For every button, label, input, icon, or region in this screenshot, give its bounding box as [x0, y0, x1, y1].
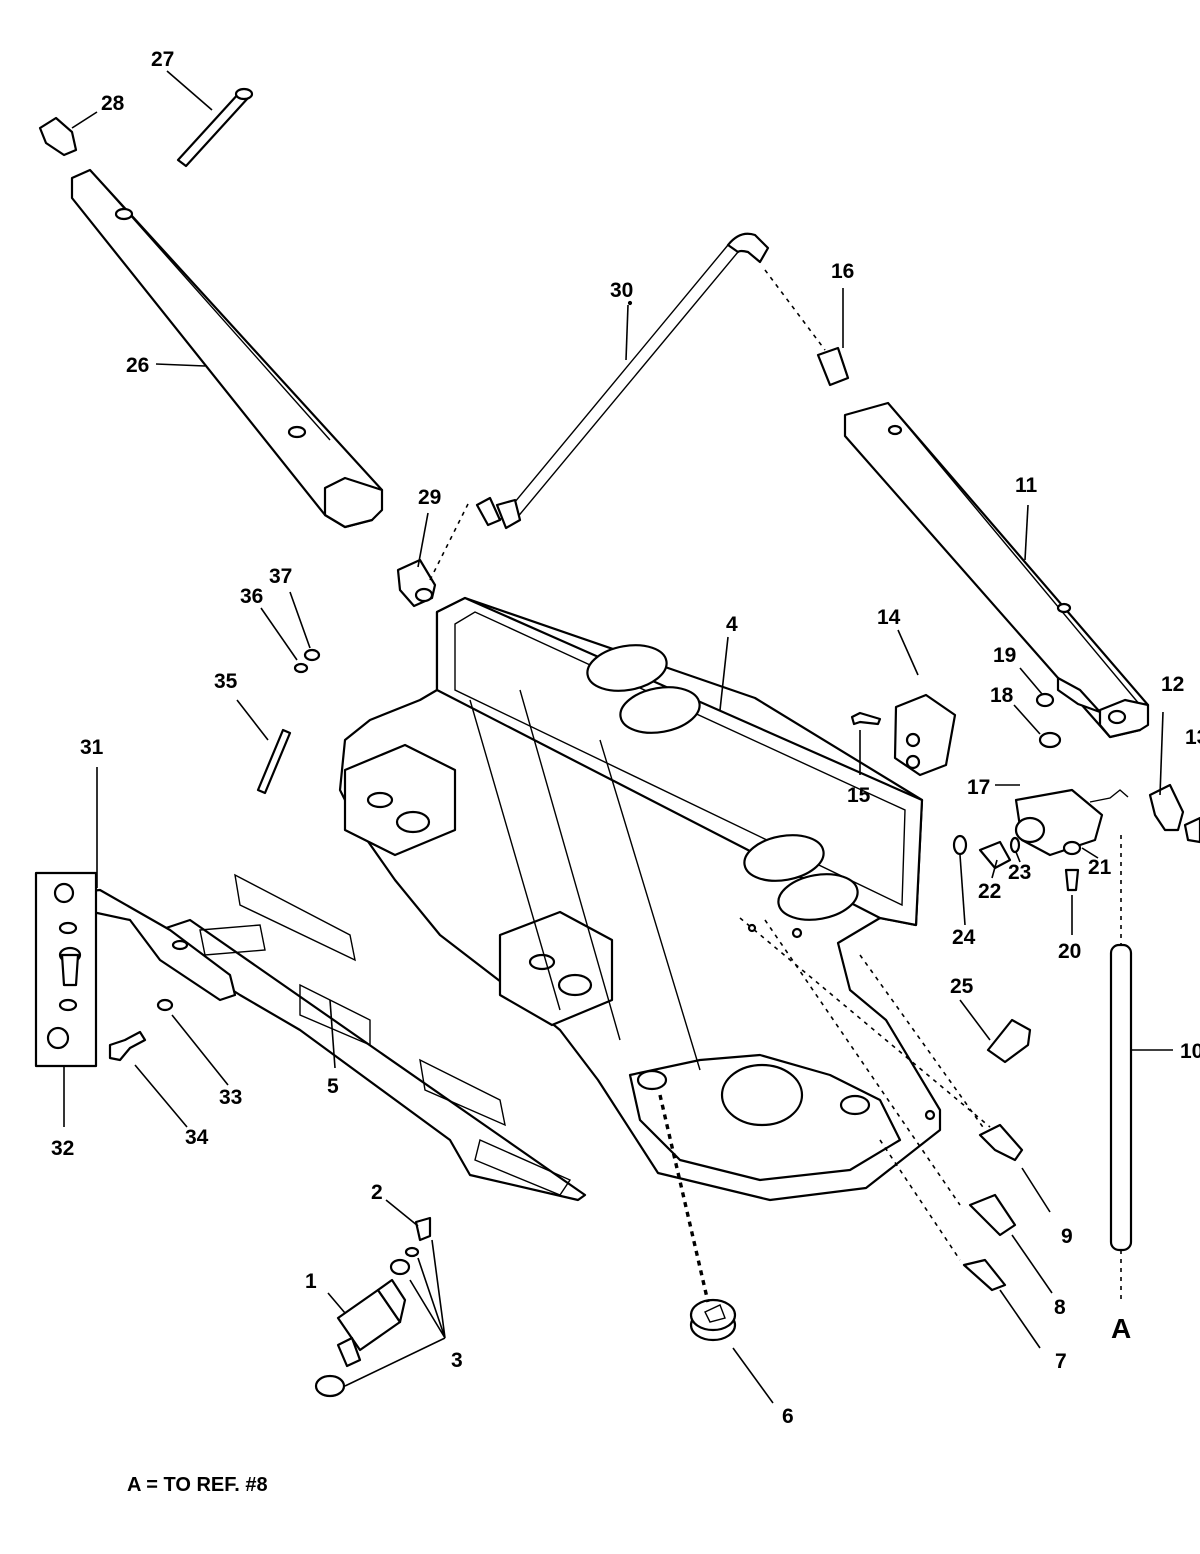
callout-21: 21 — [1088, 856, 1112, 879]
washer-33 — [156, 998, 174, 1012]
fuel-line — [475, 232, 770, 530]
fitting-8 — [968, 1193, 1017, 1237]
bolt-25 — [986, 1018, 1032, 1064]
callout-10: 10 — [1180, 1040, 1200, 1063]
tube-10 — [1109, 835, 1133, 1300]
plug-6 — [658, 1094, 737, 1342]
callout-labels: 1 2 3 4 5 6 7 8 9 10 11 12 13 14 15 16 1… — [51, 48, 1200, 1428]
callout-27: 27 — [151, 48, 174, 71]
callout-13: 13 — [1185, 726, 1200, 749]
callout-5: 5 — [327, 1075, 339, 1098]
callout-19: 19 — [993, 644, 1016, 667]
callout-18: 18 — [990, 684, 1014, 707]
leader-lines — [63, 70, 1173, 1404]
callout-36: 36 — [240, 585, 263, 608]
reference-letter-a: A — [1111, 1313, 1131, 1344]
callout-17: 17 — [967, 776, 990, 799]
pressure-regulator-17 — [1014, 788, 1129, 857]
o-ring-18 — [1038, 731, 1062, 749]
callout-25: 25 — [950, 975, 974, 998]
callout-23: 23 — [1008, 861, 1031, 884]
callout-28: 28 — [101, 92, 125, 115]
callout-30: 30 — [610, 279, 633, 302]
stud-35 — [256, 728, 292, 795]
hardware-kit-32 — [34, 871, 98, 1068]
bolt-34 — [108, 1030, 147, 1062]
callout-35: 35 — [214, 670, 238, 693]
callout-11: 11 — [1015, 474, 1038, 497]
screw-2 — [414, 1216, 432, 1242]
callout-22: 22 — [978, 880, 1001, 903]
fitting-9 — [978, 1123, 1024, 1162]
washer-36 — [293, 662, 309, 674]
fuel-injector-1 — [314, 1278, 407, 1398]
screw-15 — [850, 711, 882, 726]
callout-24: 24 — [952, 926, 976, 949]
callout-14: 14 — [877, 606, 901, 629]
o-ring-kit-3 — [389, 1246, 420, 1276]
fitting-16 — [764, 269, 850, 387]
fitting-13-partial — [1183, 816, 1200, 844]
callout-2: 2 — [371, 1181, 383, 1204]
callout-26: 26 — [126, 354, 149, 377]
o-ring-24 — [952, 834, 968, 856]
callout-8: 8 — [1054, 1296, 1066, 1319]
callout-32: 32 — [51, 1137, 74, 1160]
bracket-14 — [893, 693, 957, 777]
nut-19 — [1035, 692, 1055, 708]
callout-20: 20 — [1058, 940, 1081, 963]
fitting-12 — [1148, 783, 1185, 832]
nut-37 — [303, 648, 321, 662]
fuel-rail-left — [70, 168, 384, 529]
reference-footnote: A = TO REF. #8 — [127, 1474, 268, 1496]
callout-1: 1 — [305, 1270, 317, 1293]
callout-34: 34 — [185, 1126, 209, 1149]
screw-20 — [1064, 868, 1080, 892]
fitting-7 — [962, 1258, 1007, 1292]
fitting-22 — [978, 840, 1012, 870]
fitting-29 — [396, 499, 471, 608]
callout-12: 12 — [1161, 673, 1184, 696]
callout-15: 15 — [847, 784, 871, 807]
callout-33: 33 — [219, 1086, 242, 1109]
callout-37: 37 — [269, 565, 292, 588]
callout-6: 6 — [782, 1405, 794, 1428]
pin-27 — [176, 87, 254, 168]
o-ring-23 — [1009, 836, 1021, 854]
intake-manifold — [338, 300, 942, 1202]
callout-3: 3 — [451, 1349, 463, 1372]
fitting-28 — [38, 116, 78, 157]
callout-4: 4 — [726, 613, 738, 636]
callout-9: 9 — [1061, 1225, 1073, 1248]
callout-29: 29 — [418, 486, 441, 509]
callout-31: 31 — [80, 736, 104, 759]
callout-7: 7 — [1055, 1350, 1067, 1373]
fuel-rail-right — [843, 401, 1150, 739]
washer-21 — [1062, 840, 1082, 856]
callout-16: 16 — [831, 260, 854, 283]
